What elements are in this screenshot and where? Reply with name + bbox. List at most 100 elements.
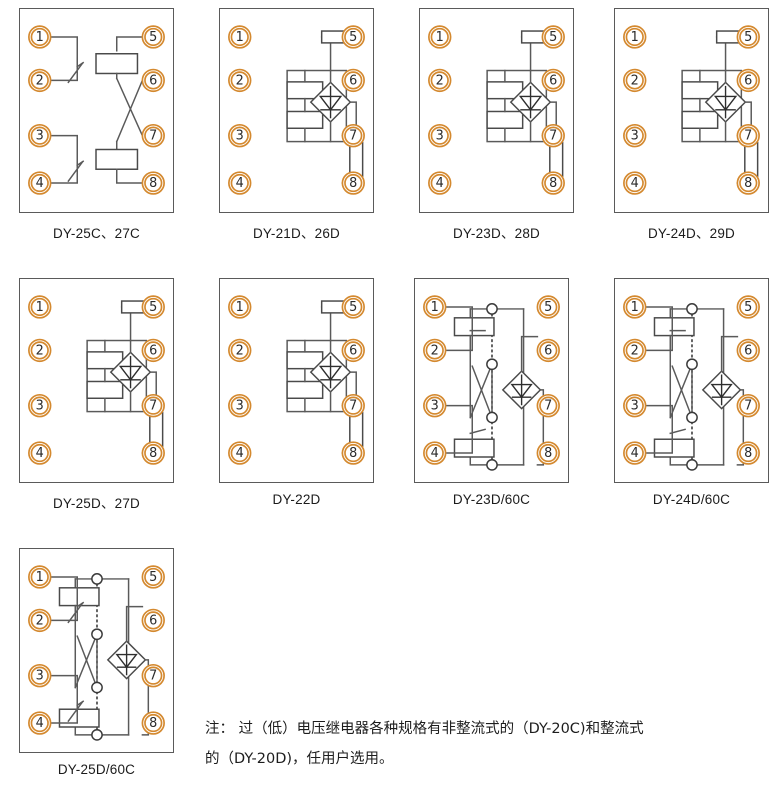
terminal-1: 1 <box>28 295 52 319</box>
terminal-3: 3 <box>228 123 252 148</box>
terminal-4: 4 <box>28 441 52 465</box>
svg-text:7: 7 <box>744 399 752 414</box>
terminal-5: 5 <box>736 295 760 319</box>
note-block: 注： 过（低）电压继电器各种规格有非整流式的（DY-20C)和整流式 的（DY-… <box>205 714 745 774</box>
terminal-2: 2 <box>28 338 52 363</box>
svg-text:4: 4 <box>36 176 44 191</box>
note-line-2: 的（DY-20D)，任用户选用。 <box>205 751 394 767</box>
svg-text:8: 8 <box>744 176 752 191</box>
svg-text:7: 7 <box>544 399 552 414</box>
svg-text:5: 5 <box>149 300 157 315</box>
terminal-4: 4 <box>228 171 252 195</box>
terminal-3: 3 <box>623 123 647 148</box>
svg-text:1: 1 <box>36 570 44 585</box>
terminal-6: 6 <box>341 338 365 363</box>
svg-text:1: 1 <box>431 300 439 315</box>
svg-text:3: 3 <box>431 399 439 414</box>
svg-text:4: 4 <box>631 176 639 191</box>
terminal-2: 2 <box>623 68 647 93</box>
svg-text:3: 3 <box>236 399 244 414</box>
svg-text:6: 6 <box>349 343 357 358</box>
svg-text:2: 2 <box>236 73 244 88</box>
svg-text:1: 1 <box>36 300 44 315</box>
bridge-rectifier-symbol <box>701 370 742 410</box>
svg-text:4: 4 <box>36 716 44 731</box>
svg-text:7: 7 <box>149 399 157 414</box>
svg-text:1: 1 <box>436 30 444 45</box>
svg-text:5: 5 <box>349 300 357 315</box>
terminal-3: 3 <box>28 663 52 688</box>
diagram-caption: DY-24D、29D <box>647 226 736 241</box>
svg-text:7: 7 <box>149 129 157 144</box>
terminal-1: 1 <box>28 565 52 589</box>
diagram-caption: DY-23D/60C <box>452 492 531 507</box>
terminal-1: 1 <box>228 295 252 319</box>
note-line-1: 注： 过（低）电压继电器各种规格有非整流式的（DY-20C)和整流式 <box>205 721 644 737</box>
terminal-5: 5 <box>541 25 565 49</box>
svg-text:2: 2 <box>236 343 244 358</box>
terminal-7: 7 <box>341 393 365 418</box>
svg-text:2: 2 <box>36 343 44 358</box>
svg-text:5: 5 <box>349 30 357 45</box>
terminal-6: 6 <box>736 68 760 93</box>
svg-text:8: 8 <box>149 716 157 731</box>
svg-text:8: 8 <box>744 446 752 461</box>
svg-text:5: 5 <box>149 30 157 45</box>
terminal-5: 5 <box>736 25 760 49</box>
svg-text:3: 3 <box>631 399 639 414</box>
terminal-6: 6 <box>536 338 560 363</box>
terminal-3: 3 <box>428 123 452 148</box>
terminal-3: 3 <box>28 123 52 148</box>
svg-text:2: 2 <box>36 73 44 88</box>
svg-text:3: 3 <box>436 129 444 144</box>
svg-text:8: 8 <box>544 446 552 461</box>
svg-text:1: 1 <box>236 300 244 315</box>
svg-text:2: 2 <box>436 73 444 88</box>
terminal-7: 7 <box>736 123 760 148</box>
diagram-caption: DY-24D/60C <box>652 492 731 507</box>
terminal-8: 8 <box>341 171 365 195</box>
terminal-7: 7 <box>141 123 165 148</box>
terminal-6: 6 <box>736 338 760 363</box>
svg-text:6: 6 <box>744 73 752 88</box>
svg-text:5: 5 <box>744 30 752 45</box>
diagram-caption: DY-25D/60C <box>57 762 136 777</box>
terminal-4: 4 <box>28 171 52 195</box>
svg-text:7: 7 <box>349 129 357 144</box>
terminal-1: 1 <box>423 295 447 319</box>
terminal-5: 5 <box>341 25 365 49</box>
terminal-7: 7 <box>536 393 560 418</box>
bridge-rectifier-symbol <box>106 640 147 680</box>
diagram-caption: DY-25C、27C <box>52 226 141 241</box>
terminal-1: 1 <box>28 25 52 49</box>
diagram-caption: DY-22D <box>272 492 321 507</box>
terminal-4: 4 <box>623 171 647 195</box>
terminal-1: 1 <box>228 25 252 49</box>
terminal-5: 5 <box>536 295 560 319</box>
terminal-4: 4 <box>228 441 252 465</box>
terminal-2: 2 <box>623 338 647 363</box>
terminal-8: 8 <box>141 171 165 195</box>
svg-text:7: 7 <box>744 129 752 144</box>
terminal-3: 3 <box>423 393 447 418</box>
terminal-8: 8 <box>536 441 560 465</box>
svg-text:5: 5 <box>549 30 557 45</box>
svg-text:2: 2 <box>36 613 44 628</box>
terminal-2: 2 <box>28 608 52 633</box>
svg-text:1: 1 <box>631 300 639 315</box>
svg-text:8: 8 <box>149 176 157 191</box>
terminal-7: 7 <box>341 123 365 148</box>
svg-text:8: 8 <box>349 176 357 191</box>
svg-text:6: 6 <box>744 343 752 358</box>
terminal-2: 2 <box>228 68 252 93</box>
svg-text:2: 2 <box>631 343 639 358</box>
